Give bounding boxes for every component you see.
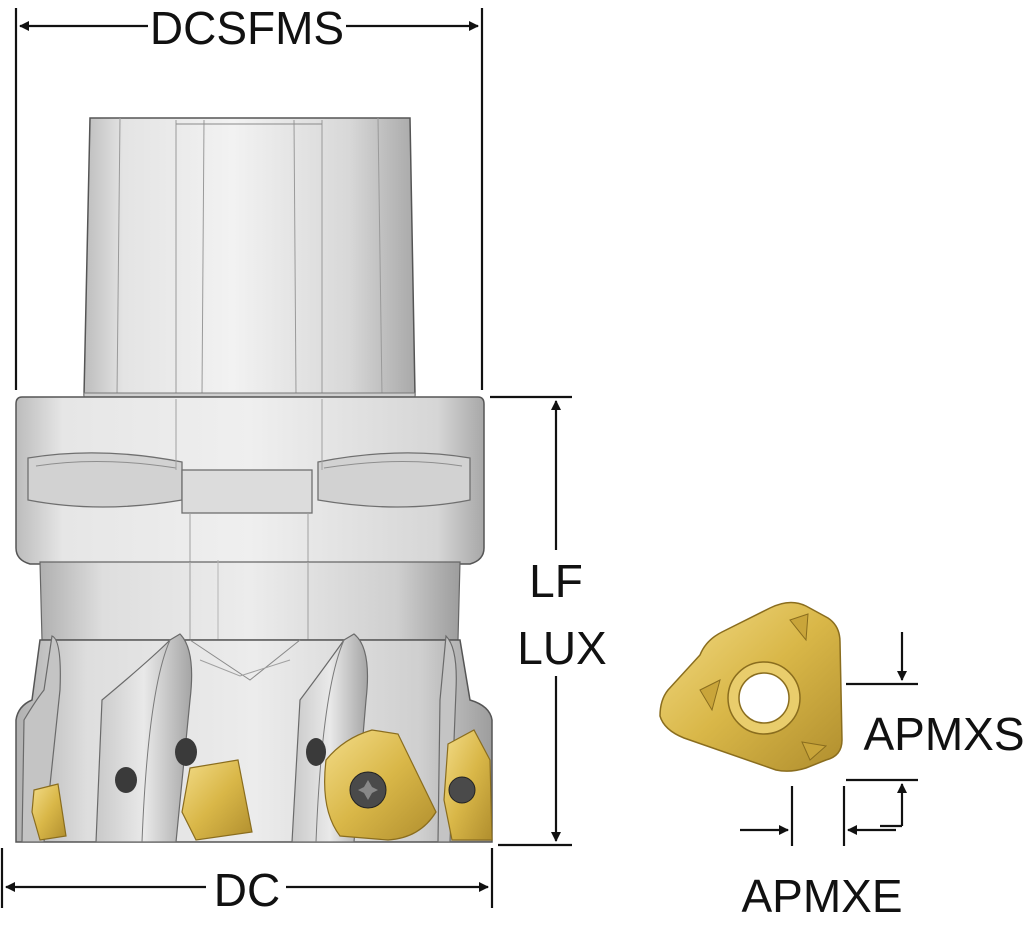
body-insert <box>31 783 67 841</box>
insert-chipbreaker <box>801 741 828 761</box>
dimension-lines <box>0 8 918 908</box>
insert-chipbreaker <box>699 679 721 712</box>
drive-slot-right <box>317 452 471 508</box>
torx-screw <box>448 776 476 804</box>
shank-facet-line <box>377 117 383 396</box>
shank-facet-line <box>116 117 121 396</box>
insert-chipbreaker <box>789 613 809 642</box>
insert-hole <box>738 672 790 724</box>
drive-slot-left <box>27 452 183 508</box>
head-v-chamfer <box>189 639 301 681</box>
neck <box>39 561 461 641</box>
flute-2-edge <box>141 639 171 843</box>
shank-facet-line <box>201 119 205 396</box>
body-insert <box>181 759 253 841</box>
cutter-body <box>15 117 493 843</box>
lux-label: LUX <box>517 622 606 674</box>
apmxe-label: APMXE <box>741 870 902 922</box>
dcsfms-label: DCSFMS <box>150 2 344 54</box>
head-v-chamfer <box>199 659 291 677</box>
shank <box>83 117 416 396</box>
drive-slot-left-inner <box>35 460 177 469</box>
drive-slot-right-inner <box>323 460 463 469</box>
apmxs-label: APMXS <box>863 708 1024 760</box>
torx-socket <box>358 780 378 800</box>
center-key-slot <box>181 469 313 514</box>
screw-hole <box>306 738 326 766</box>
lf-label: LF <box>529 555 583 607</box>
flute-1 <box>21 635 61 843</box>
shank-facet-line <box>293 119 297 396</box>
screw-hole <box>175 738 197 766</box>
flute-3-edge <box>315 639 345 843</box>
screw-hole <box>115 767 137 793</box>
dc-label: DC <box>214 864 280 916</box>
insert-detail <box>659 601 843 772</box>
